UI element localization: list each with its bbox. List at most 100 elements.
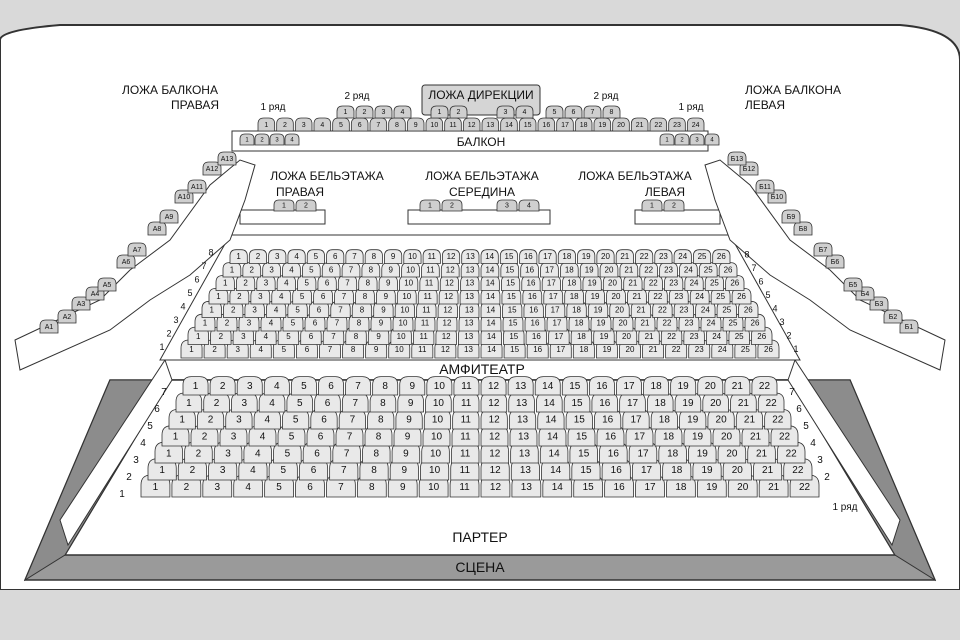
amphi-r7-s16[interactable]: 16 <box>520 262 539 278</box>
direction-s2[interactable]: 2 <box>449 105 468 119</box>
balcony-r1-s3[interactable]: 3 <box>294 117 313 132</box>
balcony-r1-s6[interactable]: 6 <box>350 117 369 132</box>
amphi-r8-s15[interactable]: 15 <box>499 249 519 264</box>
box-a-2[interactable]: А2 <box>57 309 77 324</box>
parterre-r7-s17[interactable]: 17 <box>616 376 642 396</box>
amphi-r8-s1[interactable]: 1 <box>229 249 248 264</box>
amphi-r6-s7[interactable]: 7 <box>337 275 358 291</box>
parterre-r7-s12[interactable]: 12 <box>480 376 507 396</box>
box-a-13[interactable]: А13 <box>217 151 237 166</box>
parterre-r6-s3[interactable]: 3 <box>231 392 258 413</box>
box-a-5[interactable]: А5 <box>97 277 117 292</box>
amphi-r7-s25[interactable]: 25 <box>698 262 718 278</box>
amphi-r6-s26[interactable]: 26 <box>725 275 745 291</box>
balcony-r1-s13[interactable]: 13 <box>481 117 500 132</box>
parterre-r6-s15[interactable]: 15 <box>563 392 591 413</box>
balcony-r1-s9[interactable]: 9 <box>406 117 425 132</box>
balcony-r1-s11[interactable]: 11 <box>444 117 462 132</box>
amphi-r6-s2[interactable]: 2 <box>235 275 256 291</box>
parterre-r6-s10[interactable]: 10 <box>425 392 452 413</box>
bel-right-s2[interactable]: 2 <box>295 199 317 212</box>
parterre-r6-s8[interactable]: 8 <box>369 392 397 413</box>
balcony-side-left-s4[interactable]: 4 <box>284 133 300 146</box>
amphi-r7-s5[interactable]: 5 <box>301 262 321 278</box>
amphi-r6-s17[interactable]: 17 <box>541 275 561 291</box>
amphi-r8-s7[interactable]: 7 <box>345 249 364 264</box>
amphi-r8-s9[interactable]: 9 <box>384 249 403 264</box>
parterre-r6-s22[interactable]: 22 <box>757 392 785 413</box>
parterre-r6-s14[interactable]: 14 <box>536 392 563 413</box>
balcony-r1-s2[interactable]: 2 <box>276 117 294 132</box>
parterre-r7-s13[interactable]: 13 <box>507 376 534 396</box>
amphi-r7-s14[interactable]: 14 <box>480 262 500 278</box>
amphi-r6-s11[interactable]: 11 <box>419 275 439 291</box>
balcony-r1-s24[interactable]: 24 <box>686 117 705 132</box>
amphi-r8-s26[interactable]: 26 <box>712 249 731 264</box>
balcony-r1-s14[interactable]: 14 <box>500 117 518 132</box>
parterre-r6-s20[interactable]: 20 <box>702 392 729 413</box>
parterre-r7-s14[interactable]: 14 <box>534 376 561 396</box>
balcony-side-right-s3[interactable]: 3 <box>689 133 705 146</box>
amphi-r7-s17[interactable]: 17 <box>540 262 559 278</box>
amphi-r7-s4[interactable]: 4 <box>282 262 301 278</box>
balcony-r1-s1[interactable]: 1 <box>257 117 276 132</box>
amphi-r6-s18[interactable]: 18 <box>562 275 582 291</box>
amphi-r8-s16[interactable]: 16 <box>519 249 538 264</box>
amphi-r7-s26[interactable]: 26 <box>718 262 738 278</box>
box-a-8[interactable]: А8 <box>147 221 167 236</box>
amphi-r7-s6[interactable]: 6 <box>321 262 341 278</box>
parterre-r6-s12[interactable]: 12 <box>480 392 508 413</box>
amphi-r7-s9[interactable]: 9 <box>381 262 401 278</box>
amphi-r8-s24[interactable]: 24 <box>673 249 692 264</box>
amphi-r6-s9[interactable]: 9 <box>378 275 398 291</box>
box-a-11[interactable]: А11 <box>187 179 207 194</box>
amphi-r8-s22[interactable]: 22 <box>635 249 654 264</box>
parterre-r7-s19[interactable]: 19 <box>670 376 697 396</box>
bel-mid-s1[interactable]: 1 <box>419 199 441 212</box>
amphi-r6-s4[interactable]: 4 <box>276 275 296 291</box>
amphi-r8-s19[interactable]: 19 <box>577 249 596 264</box>
parterre-r6-s2[interactable]: 2 <box>203 392 230 413</box>
balcony-r1-s19[interactable]: 19 <box>593 117 612 132</box>
amphi-r7-s7[interactable]: 7 <box>341 262 361 278</box>
amphi-r7-s3[interactable]: 3 <box>262 262 281 278</box>
amphi-r8-s20[interactable]: 20 <box>596 249 615 264</box>
box-b-9[interactable]: Б9 <box>781 209 801 224</box>
parterre-r7-s2[interactable]: 2 <box>209 376 236 396</box>
box-b-8[interactable]: Б8 <box>793 221 813 236</box>
parterre-r7-s15[interactable]: 15 <box>561 376 588 396</box>
parterre-r6-s11[interactable]: 11 <box>452 392 480 413</box>
parterre-r6-s13[interactable]: 13 <box>508 392 535 413</box>
parterre-r6-s19[interactable]: 19 <box>674 392 702 413</box>
parterre-r7-s7[interactable]: 7 <box>345 376 372 396</box>
parterre-r7-s21[interactable]: 21 <box>724 376 751 396</box>
parterre-r7-s9[interactable]: 9 <box>399 376 426 396</box>
box-a-1[interactable]: А1 <box>39 319 59 334</box>
balcony-side-right-s2[interactable]: 2 <box>674 133 690 146</box>
parterre-r6-s1[interactable]: 1 <box>175 392 203 413</box>
parterre-r7-s18[interactable]: 18 <box>643 376 670 396</box>
balcony-r1-s17[interactable]: 17 <box>556 117 574 132</box>
amphi-r6-s23[interactable]: 23 <box>664 275 684 291</box>
parterre-r6-s17[interactable]: 17 <box>619 392 646 413</box>
balcony-r2-left-s2[interactable]: 2 <box>355 105 374 119</box>
amphi-r8-s11[interactable]: 11 <box>422 249 441 264</box>
box-a-6[interactable]: А6 <box>116 254 136 269</box>
balcony-r1-s8[interactable]: 8 <box>388 117 406 132</box>
balcony-r2-left-s3[interactable]: 3 <box>374 105 393 119</box>
balcony-r2-right-s7[interactable]: 7 <box>583 105 602 119</box>
amphi-r6-s16[interactable]: 16 <box>521 275 541 291</box>
parterre-r6-s21[interactable]: 21 <box>730 392 757 413</box>
balcony-side-left-s3[interactable]: 3 <box>269 133 285 146</box>
amphi-r6-s25[interactable]: 25 <box>704 275 725 291</box>
amphi-r6-s13[interactable]: 13 <box>460 275 480 291</box>
amphi-r6-s22[interactable]: 22 <box>643 275 663 291</box>
balcony-side-left-s1[interactable]: 1 <box>239 133 255 146</box>
direction-s4[interactable]: 4 <box>515 105 534 119</box>
parterre-r6-s16[interactable]: 16 <box>591 392 619 413</box>
parterre-r7-s6[interactable]: 6 <box>318 376 344 396</box>
amphi-r8-s2[interactable]: 2 <box>248 249 268 264</box>
amphi-r8-s5[interactable]: 5 <box>306 249 325 264</box>
balcony-r1-s21[interactable]: 21 <box>630 117 649 132</box>
amphi-r8-s8[interactable]: 8 <box>364 249 383 264</box>
